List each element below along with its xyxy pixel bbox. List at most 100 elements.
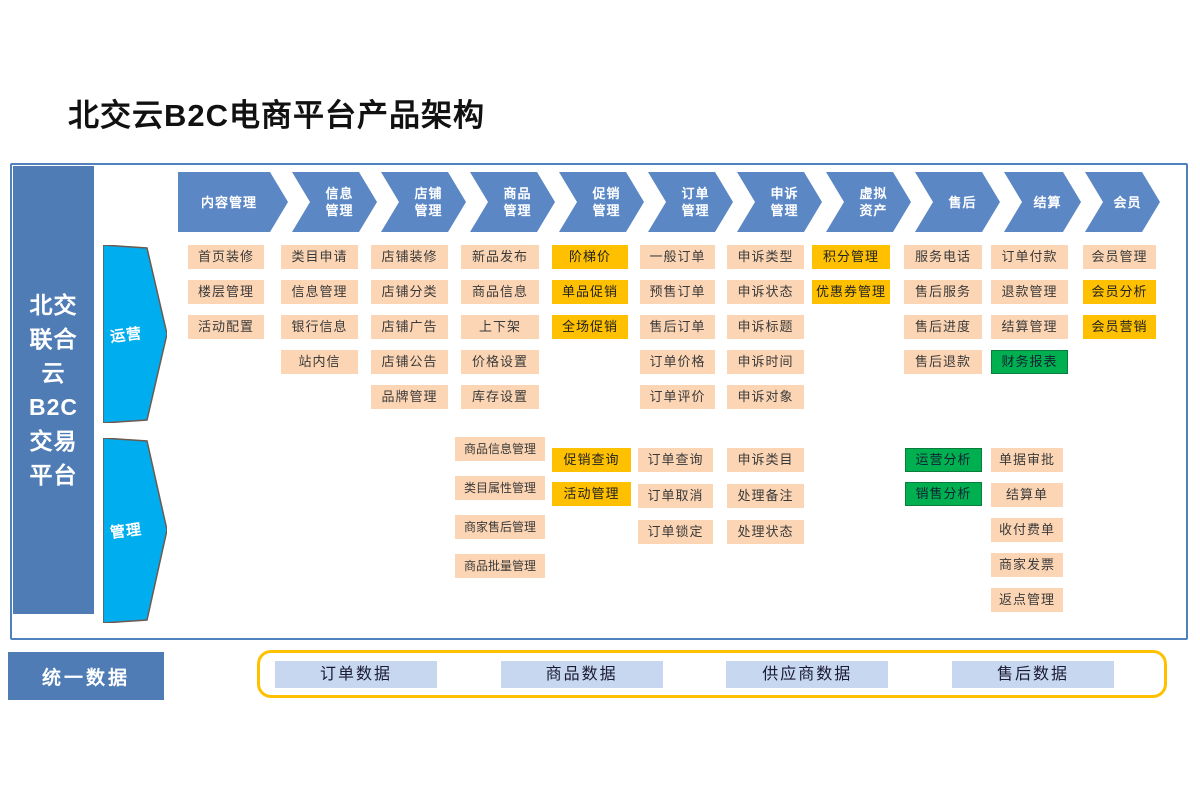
module-box: 申诉状态 [727, 280, 804, 304]
module-column: 订单查询订单取消订单锁定 [638, 448, 713, 544]
module-column: 积分管理优惠券管理 [812, 245, 890, 304]
header-segment-label: 售后 [948, 194, 977, 210]
module-box: 首页装修 [188, 245, 264, 269]
module-box: 优惠券管理 [812, 280, 890, 304]
module-box: 单据审批 [991, 448, 1063, 472]
header-segment-label: 会员 [1113, 194, 1142, 210]
module-column: 申诉类型申诉状态申诉标题申诉时间申诉对象 [727, 245, 804, 409]
data-box: 供应商数据 [726, 660, 889, 688]
module-box: 服务电话 [904, 245, 982, 269]
module-box: 财务报表 [991, 350, 1068, 374]
module-box: 价格设置 [461, 350, 539, 374]
module-box: 单品促销 [552, 280, 628, 304]
module-box: 运营分析 [905, 448, 982, 472]
module-box: 楼层管理 [188, 280, 264, 304]
module-box: 一般订单 [640, 245, 715, 269]
module-box: 申诉对象 [727, 385, 804, 409]
lane-arrow-icon [103, 438, 167, 623]
module-column: 申诉类目处理备注处理状态 [727, 448, 804, 544]
lane-arrow-icon [103, 245, 167, 423]
module-column: 新品发布商品信息上下架价格设置库存设置 [461, 245, 539, 409]
module-box: 商家发票 [991, 553, 1063, 577]
module-box: 收付费单 [991, 518, 1063, 542]
module-box: 会员分析 [1083, 280, 1156, 304]
module-box: 活动配置 [188, 315, 264, 339]
module-box: 销售分析 [905, 482, 982, 506]
module-box: 处理备注 [727, 484, 804, 508]
module-box: 店铺分类 [371, 280, 448, 304]
module-box: 店铺装修 [371, 245, 448, 269]
module-box: 新品发布 [461, 245, 539, 269]
module-box: 申诉标题 [727, 315, 804, 339]
module-box: 商品信息 [461, 280, 539, 304]
module-box: 结算管理 [991, 315, 1068, 339]
module-box: 售后退款 [904, 350, 982, 374]
module-column: 促销查询活动管理 [552, 448, 631, 506]
module-box: 订单取消 [638, 484, 713, 508]
header-segment-label: 申诉 管理 [770, 186, 799, 218]
module-box: 订单付款 [991, 245, 1068, 269]
data-box: 商品数据 [500, 660, 663, 688]
platform-sidebar: 北交 联合 云 B2C 交易 平台 [13, 166, 94, 614]
module-box: 商家售后管理 [455, 515, 545, 539]
module-box: 银行信息 [281, 315, 358, 339]
module-box: 类目属性管理 [455, 476, 545, 500]
module-box: 售后服务 [904, 280, 982, 304]
module-box: 申诉时间 [727, 350, 804, 374]
module-column: 单据审批结算单收付费单商家发票返点管理 [991, 448, 1063, 612]
module-box: 积分管理 [812, 245, 890, 269]
data-box: 订单数据 [275, 660, 437, 688]
module-box: 预售订单 [640, 280, 715, 304]
module-box: 售后进度 [904, 315, 982, 339]
platform-name: 北交 联合 云 B2C 交易 平台 [28, 292, 78, 488]
module-box: 品牌管理 [371, 385, 448, 409]
module-box: 促销查询 [552, 448, 631, 472]
module-box: 售后订单 [640, 315, 715, 339]
data-box: 售后数据 [951, 660, 1114, 688]
header-segment-1: 信息 管理 [292, 172, 377, 232]
header-segment-label: 促销 管理 [592, 186, 621, 218]
module-column: 一般订单预售订单售后订单订单价格订单评价 [640, 245, 715, 409]
module-column: 首页装修楼层管理活动配置 [188, 245, 264, 339]
header-segment-label: 订单 管理 [681, 186, 710, 218]
module-column: 类目申请信息管理银行信息站内信 [281, 245, 358, 374]
module-box: 店铺公告 [371, 350, 448, 374]
module-box: 阶梯价 [552, 245, 628, 269]
module-box: 活动管理 [552, 482, 631, 506]
module-column: 服务电话售后服务售后进度售后退款 [904, 245, 982, 374]
page-title: 北交云B2C电商平台产品架构 [68, 98, 486, 133]
module-box: 店铺广告 [371, 315, 448, 339]
module-box: 订单查询 [638, 448, 713, 472]
module-box: 会员管理 [1083, 245, 1156, 269]
header-segment-label: 结算 [1033, 194, 1062, 210]
module-box: 商品信息管理 [455, 437, 545, 461]
module-box: 类目申请 [281, 245, 358, 269]
header-segment-label: 商品 管理 [503, 186, 532, 218]
module-box: 全场促销 [552, 315, 628, 339]
module-column: 运营分析销售分析 [905, 448, 982, 506]
header-segment-label: 内容管理 [200, 194, 257, 210]
module-box: 订单评价 [640, 385, 715, 409]
module-box: 处理状态 [727, 520, 804, 544]
header-segment-label: 信息 管理 [325, 186, 354, 218]
module-column: 店铺装修店铺分类店铺广告店铺公告品牌管理 [371, 245, 448, 409]
data-strip: 订单数据 商品数据 供应商数据 售后数据 [257, 650, 1167, 698]
module-box: 订单锁定 [638, 520, 713, 544]
module-column: 会员管理会员分析会员营销 [1083, 245, 1156, 339]
module-box: 返点管理 [991, 588, 1063, 612]
module-box: 申诉类目 [727, 448, 804, 472]
module-box: 商品批量管理 [455, 554, 545, 578]
unified-data-box: 统一数据 [8, 652, 164, 700]
header-segment-label: 虚拟 资产 [859, 186, 888, 218]
module-box: 上下架 [461, 315, 539, 339]
lane-operations: 运营 [103, 245, 167, 423]
lane-management: 管理 [103, 438, 167, 623]
module-box: 结算单 [991, 483, 1063, 507]
module-box: 库存设置 [461, 385, 539, 409]
module-box: 退款管理 [991, 280, 1068, 304]
module-column: 阶梯价单品促销全场促销 [552, 245, 628, 339]
module-box: 信息管理 [281, 280, 358, 304]
module-box: 会员营销 [1083, 315, 1156, 339]
header-segment-0: 内容管理 [178, 172, 288, 232]
